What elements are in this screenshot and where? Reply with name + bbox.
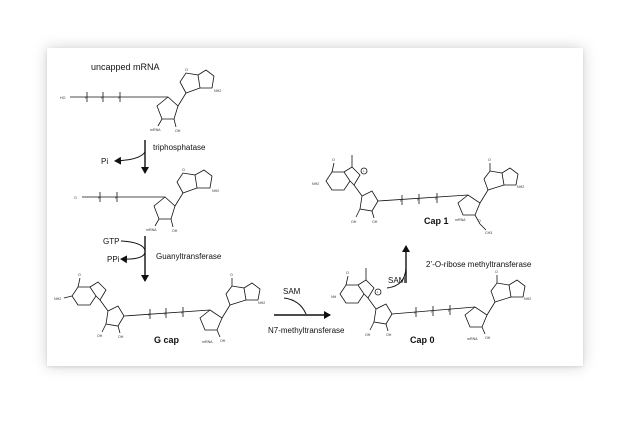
label-pi: Pi — [101, 157, 108, 166]
label-triphosphatase: triphosphatase — [153, 143, 206, 152]
structure-cap-1 — [325, 155, 519, 231]
arrow-triphosphatase — [114, 140, 149, 174]
svg-text:OH: OH — [372, 220, 378, 224]
svg-text:OH: OH — [351, 220, 357, 224]
arrow-guanyltransferase — [120, 236, 149, 282]
label-sam-ribose: SAM — [388, 276, 406, 285]
svg-text:P: P — [118, 96, 121, 100]
svg-text:P: P — [417, 198, 420, 202]
svg-text:OH: OH — [175, 129, 181, 133]
structure-diphosphate-mrna — [82, 169, 213, 228]
svg-text:NH2: NH2 — [517, 185, 524, 189]
svg-text:OH: OH — [97, 334, 103, 338]
svg-text:mRNA: mRNA — [150, 128, 161, 132]
label-n7-methyltransferase: N7-methyltransferase — [268, 326, 345, 335]
label-uncapped-mrna: uncapped mRNA — [91, 62, 160, 72]
arrow-ribose-methyltransferase — [386, 245, 410, 289]
svg-text:NH2: NH2 — [212, 189, 219, 193]
label-g-cap: G cap — [154, 335, 180, 345]
label-guanyltransferase: Guanyltransferase — [156, 252, 222, 261]
atoms-cap-0: + O NH OH OH P P P O NH2 mRNA OH — [331, 270, 531, 341]
label-cap-0: Cap 0 — [410, 335, 435, 345]
svg-text:NH2: NH2 — [214, 89, 221, 93]
label-ppi: PPi — [107, 255, 120, 264]
structure-cap-0 — [339, 268, 526, 335]
svg-text:+: + — [363, 170, 365, 174]
svg-text:HO: HO — [60, 96, 66, 100]
svg-text:O: O — [78, 273, 81, 277]
svg-text:O: O — [185, 68, 188, 72]
svg-text:CH3: CH3 — [485, 231, 492, 235]
svg-text:O: O — [488, 158, 491, 162]
atoms-uncapped-mrna: HO P P P O NH2 mRNA OH — [60, 68, 221, 133]
structure-g-cap — [63, 277, 261, 338]
svg-text:NH2: NH2 — [524, 297, 531, 301]
svg-text:P: P — [400, 199, 403, 203]
svg-text:O: O — [478, 219, 481, 223]
svg-text:P: P — [431, 310, 434, 314]
atoms-g-cap: O NH2 OH OH P P P O NH2 mRNA OH — [54, 273, 265, 344]
svg-text:mRNA: mRNA — [467, 337, 478, 341]
svg-text:NH: NH — [331, 295, 337, 299]
label-sam-n7: SAM — [283, 287, 301, 296]
svg-text:OH: OH — [220, 339, 226, 343]
svg-text:O: O — [346, 271, 349, 275]
svg-text:P: P — [115, 196, 118, 200]
svg-text:O: O — [332, 158, 335, 162]
svg-text:OH: OH — [172, 229, 178, 233]
svg-text:P: P — [435, 197, 438, 201]
svg-text:P: P — [181, 311, 184, 315]
svg-text:P: P — [98, 196, 101, 200]
structure-uncapped-mrna — [70, 69, 215, 128]
svg-text:O: O — [495, 270, 498, 274]
svg-text:OH: OH — [365, 333, 371, 337]
svg-text:OH: OH — [386, 333, 392, 337]
svg-text:NH2: NH2 — [312, 182, 319, 186]
svg-text:OH: OH — [118, 335, 124, 339]
svg-text:P: P — [164, 312, 167, 316]
svg-text:NH2: NH2 — [258, 301, 265, 305]
label-cap-1: Cap 1 — [424, 216, 449, 226]
svg-text:O: O — [182, 168, 185, 172]
svg-text:OH: OH — [485, 336, 491, 340]
atoms-cap-1: + O NH2 OH OH P P P O NH2 mRNA O CH3 — [312, 158, 524, 235]
label-gtp: GTP — [103, 237, 119, 246]
svg-text:P: P — [148, 313, 151, 317]
svg-text:mRNA: mRNA — [146, 228, 157, 232]
label-ribose-methyltransferase: 2’-O-ribose methyltransferase — [426, 260, 532, 269]
atoms-diphosphate-mrna: O P P O NH2 mRNA OH — [74, 168, 219, 233]
svg-text:mRNA: mRNA — [202, 340, 213, 344]
svg-text:P: P — [448, 309, 451, 313]
svg-text:NH2: NH2 — [54, 297, 61, 301]
svg-text:O: O — [230, 273, 233, 277]
svg-text:O: O — [74, 196, 77, 200]
svg-text:P: P — [101, 96, 104, 100]
arrow-n7-methyltransferase — [274, 297, 331, 319]
svg-text:+: + — [377, 291, 379, 295]
svg-text:P: P — [85, 96, 88, 100]
svg-text:P: P — [414, 311, 417, 315]
svg-text:mRNA: mRNA — [455, 218, 466, 222]
figure-card — [47, 48, 583, 366]
